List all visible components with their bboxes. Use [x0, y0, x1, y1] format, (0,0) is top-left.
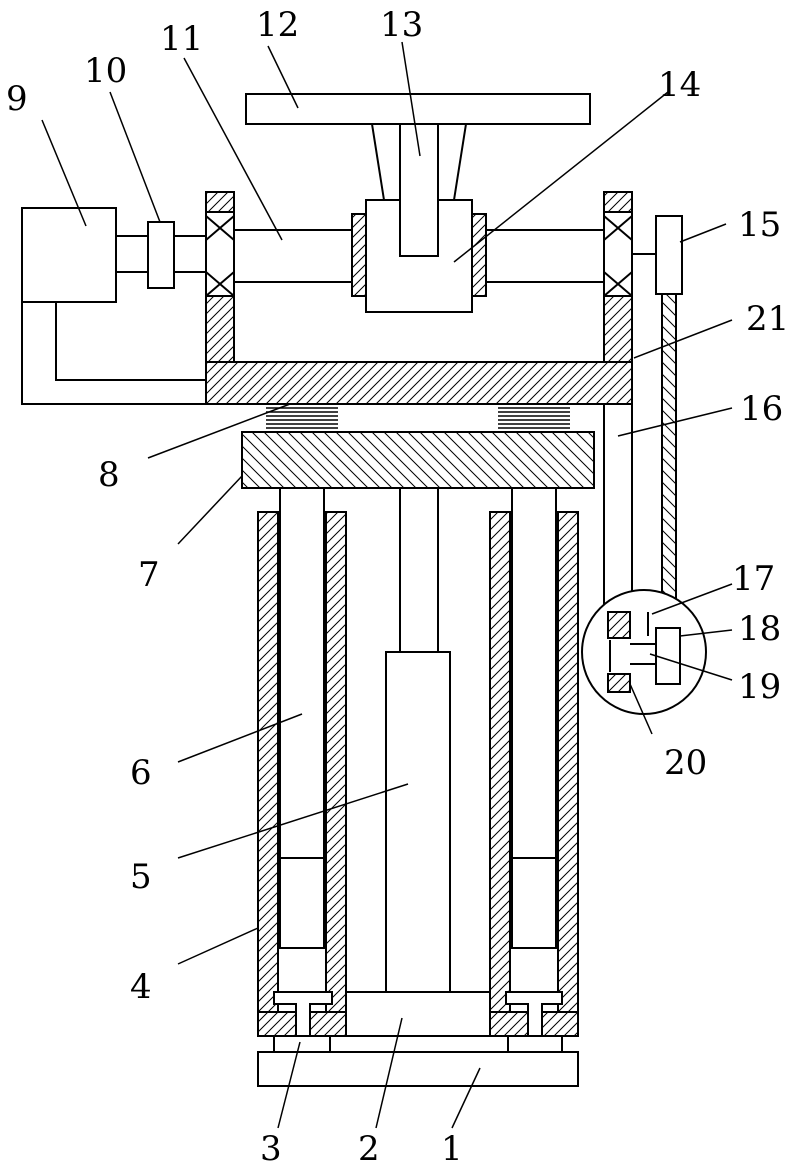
- motor: [22, 208, 116, 302]
- top-table: [246, 94, 590, 124]
- label-3: 3: [260, 1129, 282, 1169]
- label-6: 6: [130, 753, 152, 793]
- center-base-block: [346, 992, 490, 1036]
- springs: [266, 408, 570, 428]
- left-guide-rod: [280, 432, 324, 948]
- label-16: 16: [740, 389, 783, 429]
- coupling: [148, 222, 174, 288]
- detail-circle: [582, 590, 706, 714]
- label-11: 11: [160, 19, 203, 59]
- bottom-sprocket: [656, 628, 680, 684]
- label-9: 9: [6, 79, 28, 119]
- right-housing-wall: [490, 512, 510, 1036]
- label-12: 12: [256, 5, 299, 45]
- lift-plate: [242, 432, 594, 488]
- piston-rod: [400, 488, 438, 652]
- base-plate: [258, 1052, 578, 1086]
- label-8: 8: [98, 455, 120, 495]
- label-5: 5: [130, 857, 152, 897]
- left-housing-wall: [258, 512, 278, 1036]
- label-1: 1: [441, 1129, 463, 1169]
- label-17: 17: [732, 559, 775, 599]
- label-15: 15: [738, 205, 781, 245]
- label-21: 21: [746, 299, 789, 339]
- right-guide-rod: [512, 432, 556, 948]
- hydraulic-cylinder: [386, 652, 450, 992]
- label-19: 19: [738, 667, 781, 707]
- label-20: 20: [664, 743, 707, 783]
- label-18: 18: [738, 609, 781, 649]
- label-2: 2: [358, 1129, 380, 1169]
- label-10: 10: [84, 51, 127, 91]
- label-14: 14: [658, 65, 701, 105]
- frame-bottom: [206, 362, 632, 404]
- top-sprocket: [656, 216, 682, 294]
- label-13: 13: [380, 5, 423, 45]
- label-4: 4: [130, 967, 152, 1007]
- label-7: 7: [138, 555, 160, 595]
